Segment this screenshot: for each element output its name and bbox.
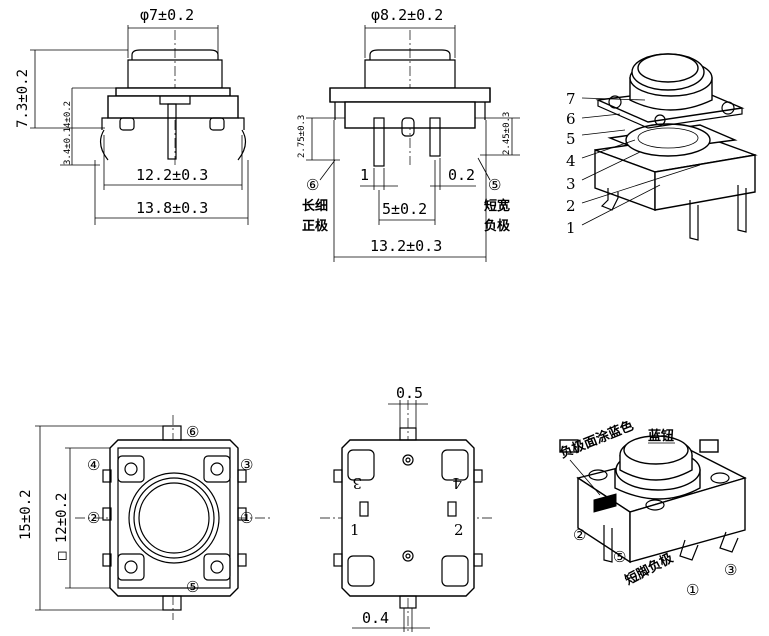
plan-pin-3: ③ [240,456,253,474]
dim-3-4: 3.4±0.1 [63,127,73,165]
iso-pin-1: ① [686,581,699,599]
dim-1: 1 [360,166,369,184]
part-2: 2 [566,197,576,215]
side-view-left: φ7±0.2 7.3±0.2 4±0.2 3.4±0.1 12.2±0.3 13… [15,6,249,225]
dim-phi8-2: φ8.2±0.2 [371,6,443,24]
pin5-number: ⑤ [488,176,501,194]
plan-pin-6: ⑥ [186,423,199,441]
plan-view-left: 15±0.2 □ 12±0.2 ⑥ ④ ③ ② ① ⑤ [18,415,270,620]
part-1: 1 [566,219,576,237]
pad-3: 3 [352,474,362,492]
part-6: 6 [566,110,576,128]
plan-pin-2: ② [87,509,100,527]
plan-pin-4: ④ [87,456,100,474]
part-5: 5 [566,130,576,148]
dim-13-8: 13.8±0.3 [136,199,208,217]
plan-pin-5: ⑤ [186,578,199,596]
exploded-view: 7 6 5 4 3 2 1 [566,53,758,241]
dim-4: 4±0.2 [63,101,73,128]
iso-pin-5: ⑤ [613,548,626,566]
iso-pin-3: ③ [724,561,737,579]
dim-2-45: 2.45±0.3 [502,112,512,155]
dim-0-5: 0.5 [396,384,423,402]
dim-2-75: 2.75±0.3 [297,115,307,158]
pin5-label-short-wide: 短宽 [484,198,510,214]
part-4: 4 [566,152,576,170]
pad-1: 1 [350,521,360,539]
iso-view: 负极面涂蓝色 蓝钮 短脚负极 ② ⑤ ① ③ [558,418,747,599]
dim-0-4: 0.4 [362,609,389,627]
pad-2: 2 [454,521,464,539]
dim-0-2: 0.2 [448,166,475,184]
dim-height-7-3: 7.3±0.2 [15,69,31,128]
pin6-label-long-thin: 长细 [302,198,328,214]
pad-4: 4 [452,474,462,492]
side-view-right: φ8.2±0.2 2.75±0.3 2.45±0.3 1 0.2 5±0.2 1… [297,6,520,262]
pin5-label-negative: 负极 [484,218,511,234]
dim-phi7: φ7±0.2 [140,6,194,24]
iso-pin-2: ② [573,526,586,544]
pin6-label-positive: 正极 [302,218,329,234]
dim-5: 5±0.2 [382,200,427,218]
plan-pin-1: ① [240,509,253,527]
underside-view: 3 4 1 2 0.5 0.4 [320,384,495,632]
dim-15: 15±0.2 [18,489,34,540]
dim-12-square: □ 12±0.2 [54,493,70,560]
dim-13-2: 13.2±0.3 [370,237,442,255]
part-7: 7 [566,90,576,108]
dim-12-2: 12.2±0.3 [136,166,208,184]
part-3: 3 [566,175,576,193]
label-blue-cap: 蓝钮 [648,428,674,444]
pin6-number: ⑥ [306,176,319,194]
